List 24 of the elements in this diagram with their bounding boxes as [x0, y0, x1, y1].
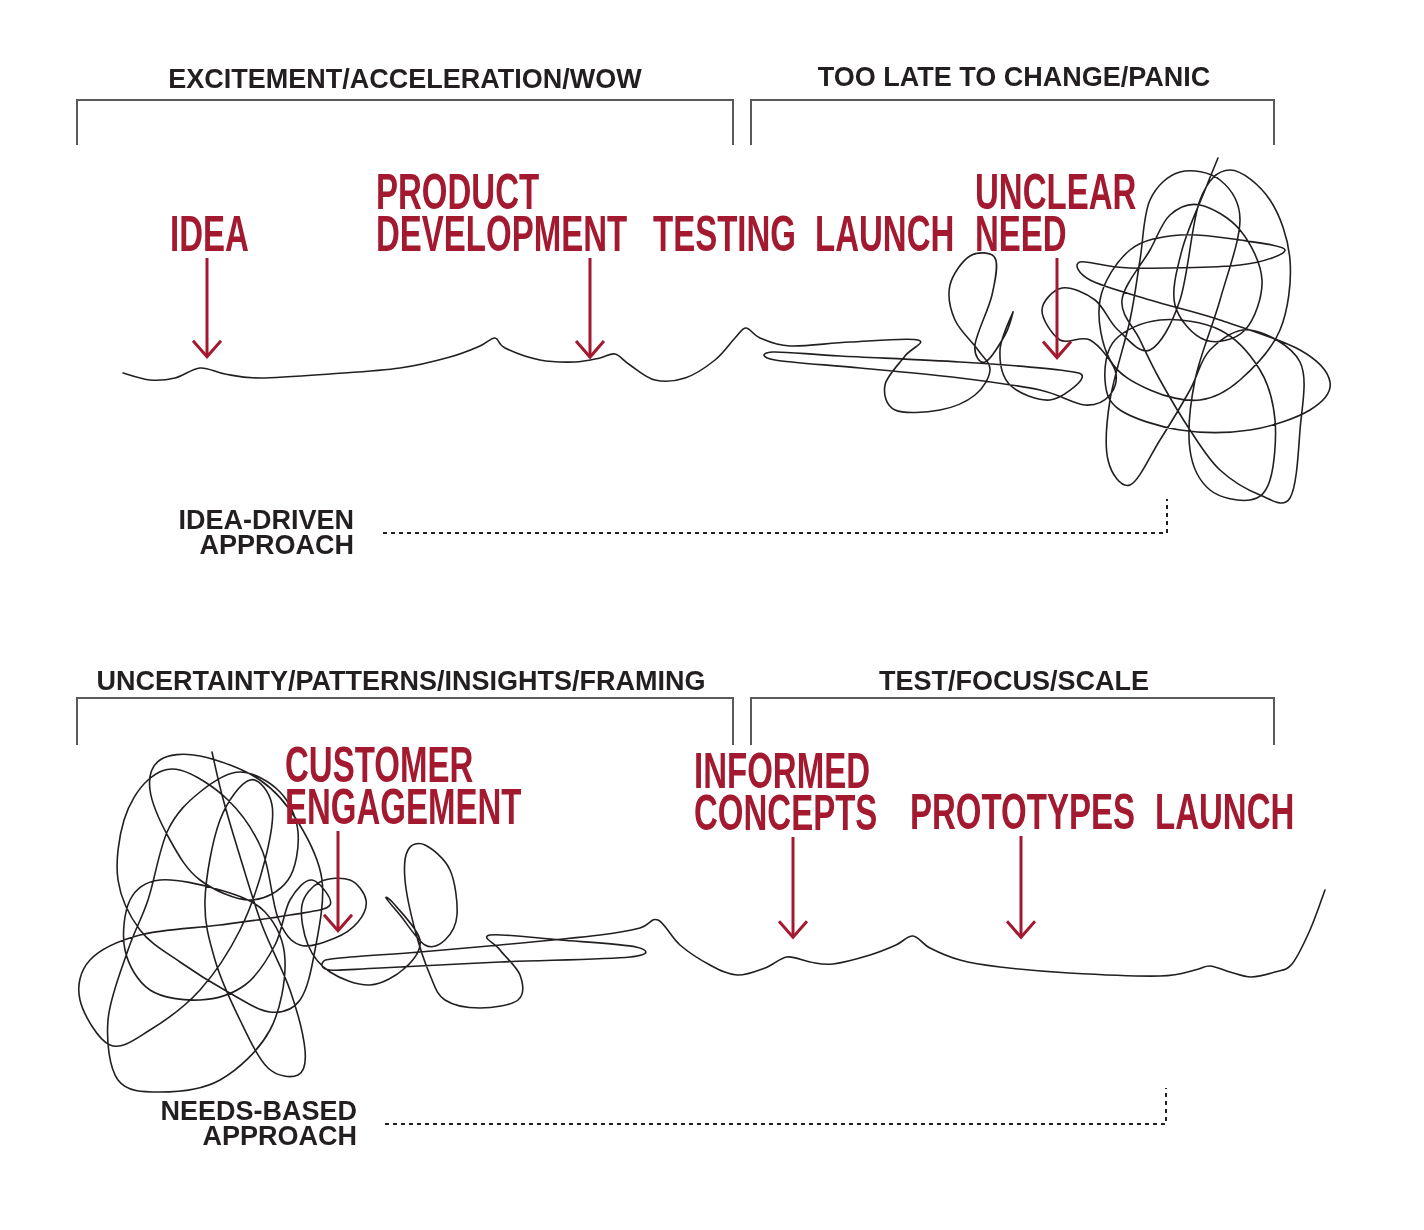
phase-heading: UNCERTAINTY/PATTERNS/INSIGHTS/FRAMING	[96, 666, 706, 696]
stage-label: TESTING	[653, 213, 796, 255]
arrow	[322, 831, 354, 933]
approach-label: IDEA-DRIVEN APPROACH	[177, 508, 354, 558]
stage-label: IDEA	[170, 213, 249, 255]
dotted-leader-line	[382, 498, 1168, 534]
arrow	[777, 837, 809, 939]
approach-label: NEEDS-BASED APPROACH	[159, 1099, 357, 1149]
stage-label: INFORMED CONCEPTS	[694, 750, 878, 834]
arrow	[1005, 836, 1037, 939]
phase-heading: TEST/FOCUS/SCALE	[879, 666, 1149, 696]
phase-heading: TOO LATE TO CHANGE/PANIC	[817, 62, 1211, 92]
arrow	[191, 258, 223, 359]
scribble-line-drawing	[122, 157, 1331, 504]
dotted-leader-line	[384, 1087, 1167, 1125]
phase-heading: EXCITEMENT/ACCELERATION/WOW	[168, 64, 642, 94]
arrow	[574, 258, 606, 359]
stage-label: LAUNCH	[815, 213, 955, 255]
arrow	[1041, 258, 1073, 360]
stage-label: UNCLEAR NEED	[975, 171, 1137, 255]
stage-label: PROTOTYPES	[910, 791, 1135, 833]
stage-label: PRODUCT DEVELOPMENT	[376, 171, 628, 255]
stage-label: LAUNCH	[1155, 791, 1295, 833]
stage-label: CUSTOMER ENGAGEMENT	[285, 744, 522, 828]
